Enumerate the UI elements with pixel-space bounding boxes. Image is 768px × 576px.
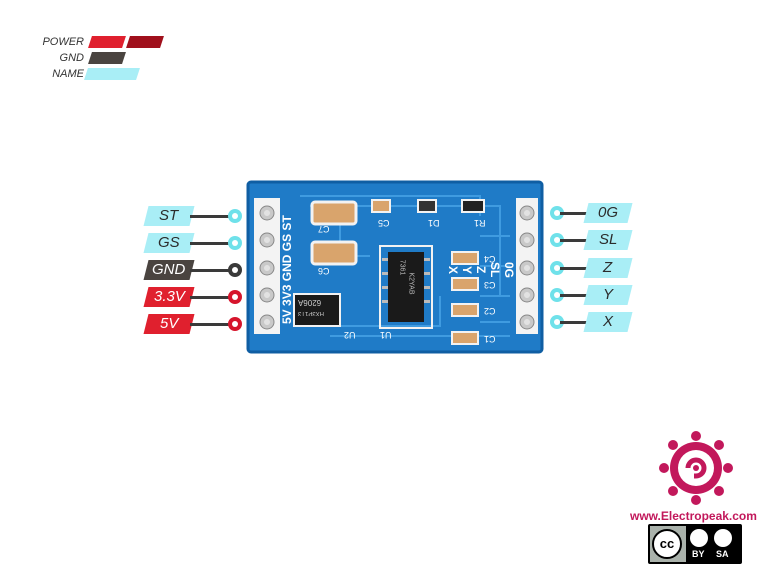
pin-label-x: X xyxy=(583,312,633,332)
silk-d1: D1 xyxy=(428,218,440,228)
legend-name-swatch xyxy=(84,68,140,80)
chip-marking-2: K2YAB xyxy=(407,272,415,295)
silk-c4: C4 xyxy=(484,254,496,264)
wire-st xyxy=(190,215,232,218)
wire-z xyxy=(560,267,590,270)
legend-power-swatch xyxy=(88,36,126,48)
module-board xyxy=(246,180,544,354)
pin-label-3v3: 3.3V xyxy=(143,287,195,307)
cc-icon: cc xyxy=(652,529,682,559)
license-by-label: BY xyxy=(692,549,705,559)
silk-right-pins: 0G SL Z Y X xyxy=(446,200,516,340)
legend-power-label: POWER xyxy=(42,36,84,48)
silk-left-pins: 5V 3V3 GND GS ST xyxy=(280,200,294,340)
silk-c7: C7 xyxy=(318,224,330,234)
silk-c2: C2 xyxy=(484,306,496,316)
brand-url: www.Electropeak.com xyxy=(630,509,757,523)
pin-dot-x xyxy=(550,315,564,329)
pin-label-st: ST xyxy=(143,206,195,226)
silk-0g: 0G xyxy=(502,261,516,278)
wire-3v3 xyxy=(190,296,232,299)
pin-dot-gs xyxy=(228,236,242,250)
legend-power-swatch-dark xyxy=(126,36,164,48)
share-alike-icon xyxy=(714,529,732,547)
silk-c5: C5 xyxy=(378,218,390,228)
cc-license-badge: cc BY SA xyxy=(648,524,742,564)
wire-0g xyxy=(560,212,590,215)
silk-c6: C6 xyxy=(318,266,330,276)
pin-label-sl: SL xyxy=(583,230,633,250)
legend-gnd-label: GND xyxy=(59,52,84,64)
chip-marking-1: 7361 xyxy=(398,259,406,276)
pin-dot-y xyxy=(550,288,564,302)
legend-gnd-swatch xyxy=(88,52,126,64)
pin-label-gs: GS xyxy=(143,233,195,253)
wire-sl xyxy=(560,239,590,242)
license-sa-label: SA xyxy=(716,549,729,559)
silk-y: Y xyxy=(460,265,474,274)
silk-r1: R1 xyxy=(474,218,486,228)
pin-dot-st xyxy=(228,209,242,223)
silk-u2: U2 xyxy=(344,330,356,340)
electropeak-logo-icon xyxy=(659,431,733,505)
silk-sl: SL xyxy=(488,262,502,278)
pin-label-5v: 5V xyxy=(143,314,195,334)
silk-u1: U1 xyxy=(380,330,392,340)
regulator-marking-1: 6206A xyxy=(298,298,322,307)
pin-label-y: Y xyxy=(583,285,633,305)
silk-5v: 5V xyxy=(280,309,294,325)
pin-label-0g: 0G xyxy=(583,203,633,223)
silk-gs: GS xyxy=(280,234,294,252)
silk-st: ST xyxy=(280,215,294,231)
pin-label-gnd: GND xyxy=(143,260,195,280)
pin-label-z: Z xyxy=(583,258,633,278)
pin-dot-z xyxy=(550,261,564,275)
regulator-marking-2: HX3P1T3 xyxy=(298,310,325,316)
silk-c1: C1 xyxy=(484,334,496,344)
silk-z: Z xyxy=(474,266,488,274)
silk-x: X xyxy=(446,265,460,274)
silk-c3: C3 xyxy=(484,280,496,290)
silk-gnd: GND xyxy=(280,254,294,282)
silk-3v3: 3V3 xyxy=(280,285,294,307)
wire-5v xyxy=(190,323,232,326)
pin-dot-sl xyxy=(550,233,564,247)
wire-y xyxy=(560,294,590,297)
wire-gnd xyxy=(190,269,232,272)
pin-dot-0g xyxy=(550,206,564,220)
wire-x xyxy=(560,321,590,324)
legend-name-label: NAME xyxy=(52,68,84,80)
attribution-icon xyxy=(690,529,708,547)
pin-dot-3v3 xyxy=(228,290,242,304)
pin-dot-gnd xyxy=(228,263,242,277)
wire-gs xyxy=(190,242,232,245)
pin-dot-5v xyxy=(228,317,242,331)
